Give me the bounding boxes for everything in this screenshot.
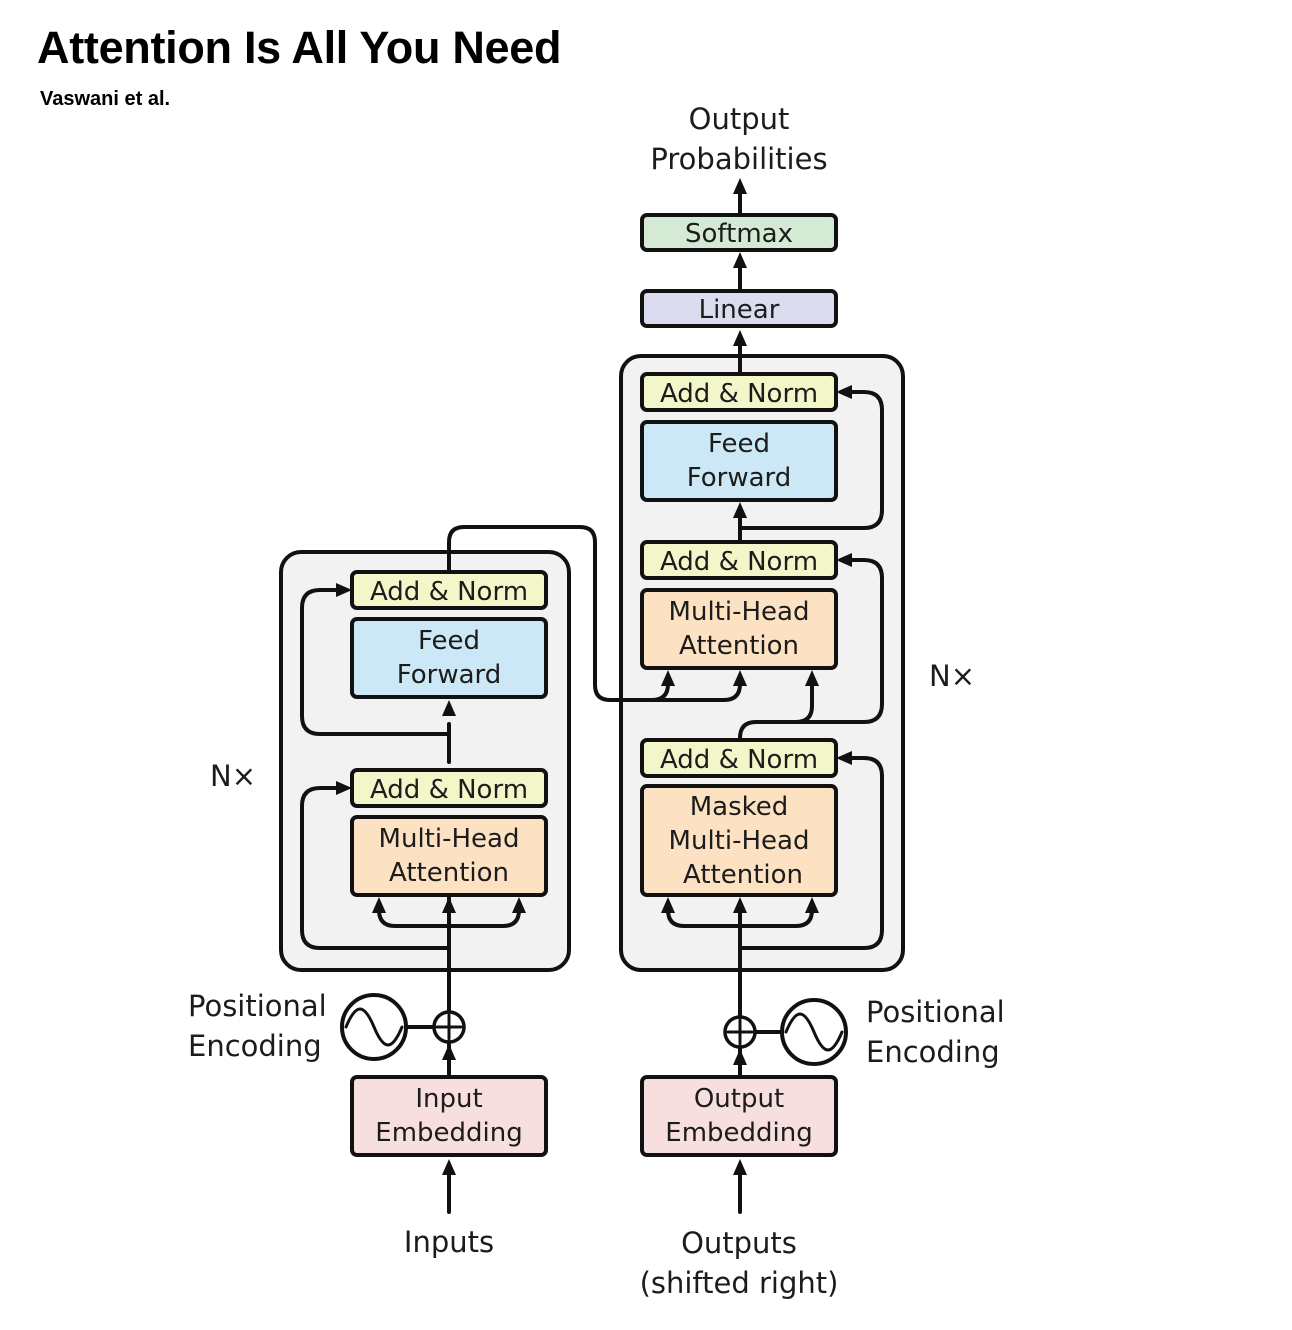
encoder-input-embedding: Input Embedding — [350, 1075, 548, 1157]
encoder-add-norm-bottom-label: Add & Norm — [370, 775, 528, 805]
encoder-positional-encoding-icon — [340, 993, 408, 1061]
encoder-attention-line-1: Multi-Head — [379, 824, 520, 854]
decoder-positional-encoding-line-1: Positional — [866, 995, 1005, 1029]
softmax-label: Softmax — [685, 219, 793, 249]
decoder-feed-forward-line-2: Forward — [687, 463, 792, 493]
decoder-output-embedding: Output Embedding — [640, 1075, 838, 1157]
decoder-masked-attention-line-1: Masked — [690, 792, 789, 822]
decoder-cross-attention: Multi-Head Attention — [640, 588, 838, 670]
decoder-add-norm-bottom-label: Add & Norm — [660, 745, 818, 775]
decoder-masked-attention-line-3: Attention — [683, 860, 803, 890]
output-embedding-line-2: Embedding — [665, 1118, 812, 1148]
linear-label: Linear — [699, 295, 780, 325]
decoder-add-norm-top: Add & Norm — [640, 372, 838, 412]
decoder-add-norm-middle-label: Add & Norm — [660, 547, 818, 577]
encoder-add-norm-top: Add & Norm — [350, 570, 548, 610]
input-embedding-line-1: Input — [415, 1084, 482, 1114]
encoder-add-norm-bottom: Add & Norm — [350, 768, 548, 808]
encoder-attention-line-2: Attention — [389, 858, 509, 888]
encoder-positional-encoding-line-2: Encoding — [188, 1029, 322, 1063]
decoder-repeat-label: N× — [929, 659, 975, 693]
decoder-feed-forward: Feed Forward — [640, 420, 838, 502]
page-title: Attention Is All You Need — [37, 22, 562, 73]
decoder-add-norm-middle: Add & Norm — [640, 540, 838, 580]
encoder-add-operator — [432, 1010, 466, 1044]
decoder-cross-attention-line-1: Multi-Head — [669, 597, 810, 627]
outputs-label-line-2: (shifted right) — [640, 1266, 839, 1300]
decoder-positional-encoding-line-2: Encoding — [866, 1035, 1000, 1069]
encoder-feed-forward-line-2: Forward — [397, 660, 502, 690]
decoder-add-operator — [723, 1015, 757, 1049]
encoder-add-norm-top-label: Add & Norm — [370, 577, 528, 607]
output-probabilities-line-1: Output — [689, 102, 790, 136]
encoder-stack — [279, 550, 571, 972]
decoder-cross-attention-line-2: Attention — [679, 631, 799, 661]
decoder-masked-attention: Masked Multi-Head Attention — [640, 784, 838, 897]
output-embedding-line-1: Output — [694, 1084, 784, 1114]
softmax-layer: Softmax — [640, 213, 838, 252]
encoder-multi-head-attention: Multi-Head Attention — [350, 815, 548, 897]
decoder-add-norm-top-label: Add & Norm — [660, 379, 818, 409]
outputs-label-line-1: Outputs — [681, 1226, 797, 1260]
inputs-label: Inputs — [404, 1225, 494, 1259]
decoder-feed-forward-line-1: Feed — [708, 429, 770, 459]
decoder-positional-encoding-icon — [780, 998, 848, 1066]
encoder-repeat-label: N× — [210, 759, 256, 793]
arrow-heads — [336, 178, 852, 1175]
output-probabilities-line-2: Probabilities — [650, 142, 827, 176]
input-embedding-line-2: Embedding — [375, 1118, 522, 1148]
decoder-masked-attention-line-2: Multi-Head — [669, 826, 810, 856]
linear-layer: Linear — [640, 289, 838, 328]
encoder-positional-encoding-line-1: Positional — [188, 989, 327, 1023]
page-authors: Vaswani et al. — [40, 88, 171, 110]
encoder-feed-forward: Feed Forward — [350, 617, 548, 699]
encoder-feed-forward-line-1: Feed — [418, 626, 480, 656]
decoder-add-norm-bottom: Add & Norm — [640, 738, 838, 778]
